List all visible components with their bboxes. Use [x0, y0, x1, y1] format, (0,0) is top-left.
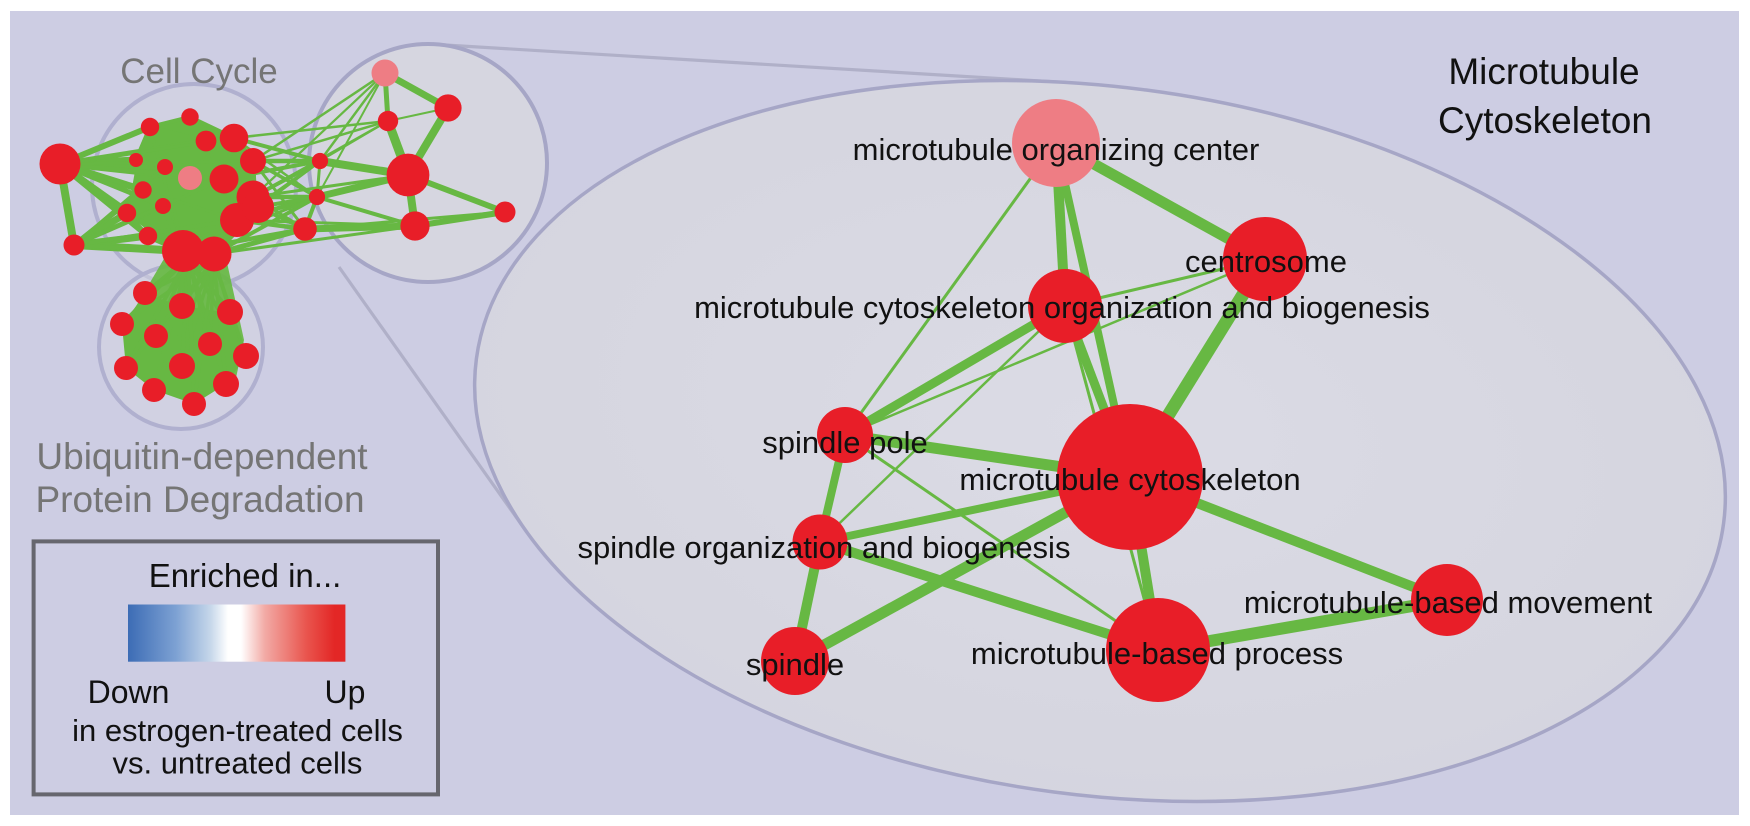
svg-text:microtubule cytoskeleton organ: microtubule cytoskeleton organization an… [694, 290, 1430, 325]
svg-text:Cell Cycle: Cell Cycle [120, 52, 278, 91]
svg-text:Ubiquitin-dependent: Ubiquitin-dependent [36, 436, 368, 477]
svg-text:Protein Degradation: Protein Degradation [35, 479, 364, 520]
svg-text:in estrogen-treated cells: in estrogen-treated cells [72, 713, 403, 748]
svg-text:Enriched in...: Enriched in... [149, 557, 342, 594]
svg-text:centrosome: centrosome [1185, 244, 1347, 279]
svg-text:spindle: spindle [746, 647, 844, 682]
svg-text:microtubule-based process: microtubule-based process [971, 636, 1343, 671]
svg-text:vs. untreated cells: vs. untreated cells [112, 746, 362, 781]
svg-text:spindle pole: spindle pole [762, 425, 927, 460]
svg-text:microtubule organizing center: microtubule organizing center [853, 132, 1260, 167]
svg-text:Up: Up [325, 674, 366, 710]
svg-text:spindle organization and bioge: spindle organization and biogenesis [578, 530, 1071, 565]
svg-text:Cytoskeleton: Cytoskeleton [1438, 100, 1652, 141]
svg-text:Microtubule: Microtubule [1448, 51, 1639, 92]
svg-text:Down: Down [88, 674, 170, 710]
svg-text:microtubule-based movement: microtubule-based movement [1244, 585, 1653, 620]
svg-text:microtubule cytoskeleton: microtubule cytoskeleton [959, 462, 1300, 497]
